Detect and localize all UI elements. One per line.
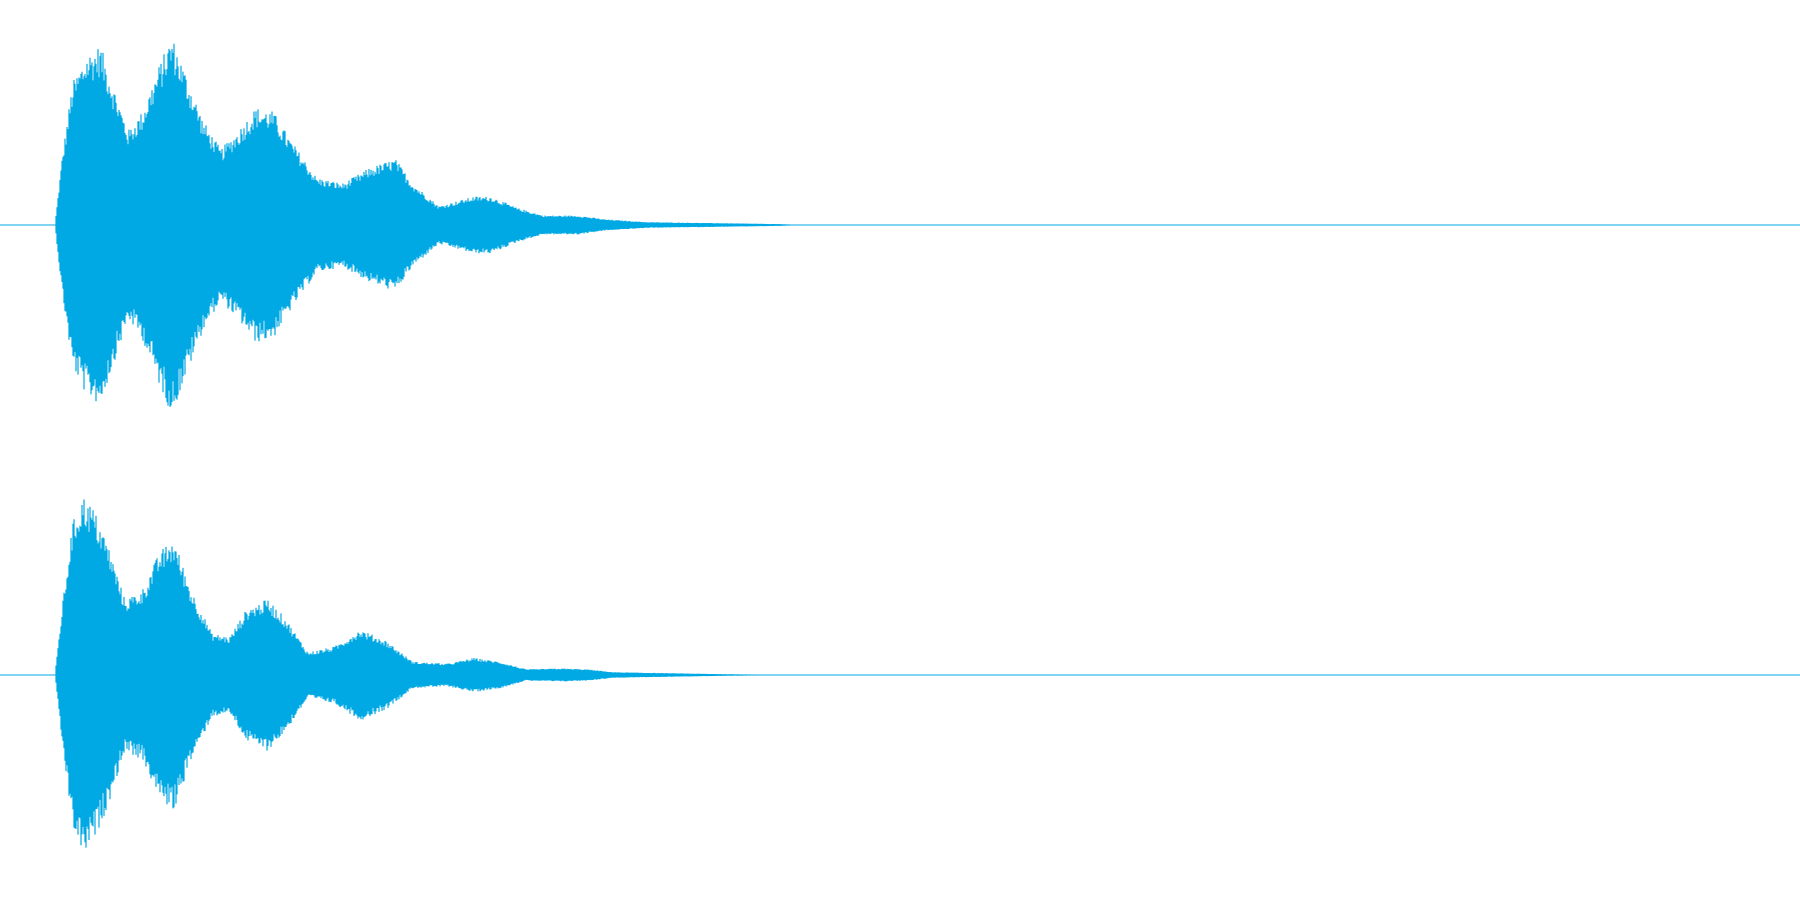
left-channel-track[interactable] [0,0,1800,450]
right-channel-track[interactable] [0,450,1800,900]
right-channel-waveform [0,499,1800,848]
left-waveform-bars [55,43,801,407]
right-waveform-bars [55,499,788,848]
left-channel-waveform [0,43,1800,407]
